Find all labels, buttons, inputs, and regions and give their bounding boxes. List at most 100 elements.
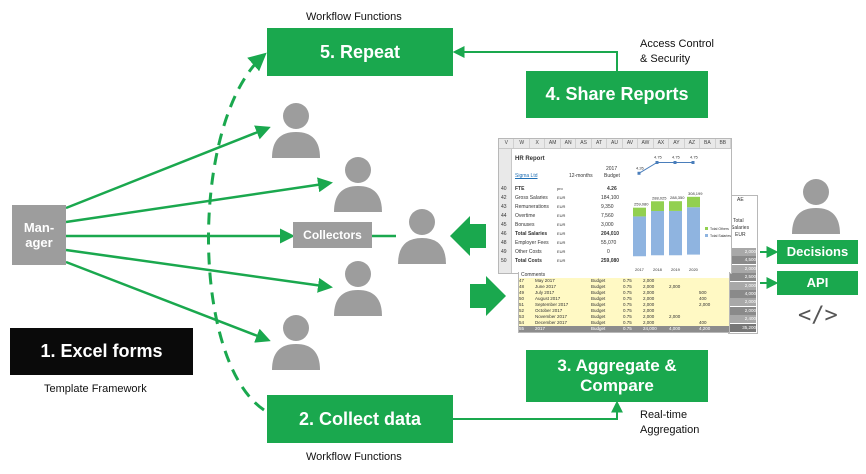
person-icon: [792, 179, 840, 234]
fte-point: [673, 161, 677, 164]
table-cell: December 2017: [535, 320, 568, 325]
row-value: 9,350: [601, 204, 614, 210]
fte-label: 4.26: [636, 165, 645, 170]
table-cell: Budget: [591, 296, 606, 301]
row-number: 45: [501, 222, 507, 228]
manager-box: Man- ager: [12, 205, 66, 265]
side-value: 2,500: [729, 273, 756, 282]
side-value: 2,000: [729, 281, 756, 290]
row-unit: EUR: [557, 240, 566, 245]
column-header: AS: [576, 139, 592, 148]
row-number: 48: [501, 240, 507, 246]
row-label: Total Costs: [515, 258, 542, 264]
row-unit: EUR: [557, 231, 566, 236]
table-cell: 4,000: [669, 326, 681, 331]
side-value: 2,000: [729, 248, 756, 256]
table-cell: June 2017: [535, 284, 557, 289]
table-cell: Budget: [591, 320, 606, 325]
row-label: Employer Fees: [515, 240, 549, 246]
bar-total-others: [633, 207, 646, 217]
row-value: 184,100: [601, 195, 620, 201]
row-label: Other Costs: [515, 249, 542, 255]
legend-label: Total Salaries: [710, 234, 731, 238]
table-cell: Budget: [591, 326, 606, 331]
table-cell: 24,000: [643, 326, 657, 331]
excel-forms-caption: Template Framework: [44, 383, 147, 395]
row-unit: EUR: [557, 213, 566, 218]
share-reports-box: 4. Share Reports: [526, 71, 708, 118]
person-icon: [334, 157, 382, 212]
bar-total-salaries: [651, 210, 664, 256]
table-cell: 48: [519, 284, 525, 289]
fte-line: [638, 162, 693, 174]
row-label: Bonuses: [515, 222, 535, 228]
table-cell: 0.75: [623, 290, 632, 295]
table-cell: November 2017: [535, 314, 568, 319]
repeat-loop-dashed: [207, 52, 267, 412]
side-col-header: AE: [737, 197, 744, 203]
bar-label: 259,080: [634, 202, 649, 207]
side-value: 2,000: [729, 264, 756, 273]
column-header: V: [499, 139, 515, 148]
row-value: 4.26: [607, 186, 617, 192]
bar-total-others: [687, 196, 700, 208]
row-number: 43: [501, 204, 507, 210]
column-header: BB: [716, 139, 731, 148]
side-header-1: Total: [733, 218, 744, 224]
row-unit: EUR: [557, 195, 566, 200]
report-budget: Budget: [604, 173, 620, 179]
table-cell: 2,000: [643, 278, 655, 283]
bar-total-salaries: [633, 216, 646, 257]
table-cell: Budget: [591, 284, 606, 289]
row-number: 40: [501, 186, 507, 192]
collectors-box: Collectors: [293, 222, 372, 248]
table-cell: 47: [519, 278, 525, 283]
table-cell: 0.75: [623, 284, 632, 289]
row-number: 42: [501, 195, 507, 201]
table-cell: 2017: [535, 326, 546, 331]
collect-data-caption: Workflow Functions: [306, 451, 402, 463]
table-cell: 51: [519, 302, 525, 307]
row-value: 0: [607, 249, 610, 255]
bar-total-salaries: [687, 207, 700, 255]
manager-to-user-2: [65, 177, 333, 224]
fte-point: [691, 161, 695, 164]
fte-label: 4.75: [654, 155, 663, 160]
decisions-box: Decisions: [777, 240, 858, 264]
table-cell: 2,000: [699, 302, 711, 307]
row-numbers: [499, 149, 512, 273]
side-value: 2,400: [729, 315, 756, 324]
column-header: AY: [669, 139, 685, 148]
column-header: X: [530, 139, 546, 148]
column-header: AN: [561, 139, 577, 148]
row-label: Gross Salaries: [515, 195, 548, 201]
table-cell: 49: [519, 290, 525, 295]
table-cell: 500: [699, 290, 707, 295]
table-cell: 0.75: [623, 308, 632, 313]
row-number: 49: [501, 249, 507, 255]
bar-label: 288,025: [652, 195, 667, 200]
table-cell: September 2017: [535, 302, 569, 307]
column-header: AM: [545, 139, 561, 148]
table-cell: 2,000: [643, 320, 655, 325]
table-cell: 50: [519, 296, 525, 301]
bar-label: 308,199: [688, 191, 703, 196]
excel-forms-box: 1. Excel forms: [10, 328, 193, 375]
table-cell: Budget: [591, 314, 606, 319]
table-cell: 400: [699, 320, 707, 325]
row-label: Remunerations: [515, 204, 549, 210]
table-cell: 0.75: [623, 302, 632, 307]
row-label: FTE: [515, 186, 525, 192]
table-cell: 0.75: [623, 326, 632, 331]
legend-label: Total Others: [710, 227, 729, 231]
table-cell: 53: [519, 314, 525, 319]
bar-label: 288,350: [670, 195, 685, 200]
table-cell: 0.75: [623, 320, 632, 325]
api-box: API: [777, 271, 858, 295]
bar-total-salaries: [669, 210, 682, 256]
column-header: AZ: [685, 139, 701, 148]
person-icon: [398, 209, 446, 264]
